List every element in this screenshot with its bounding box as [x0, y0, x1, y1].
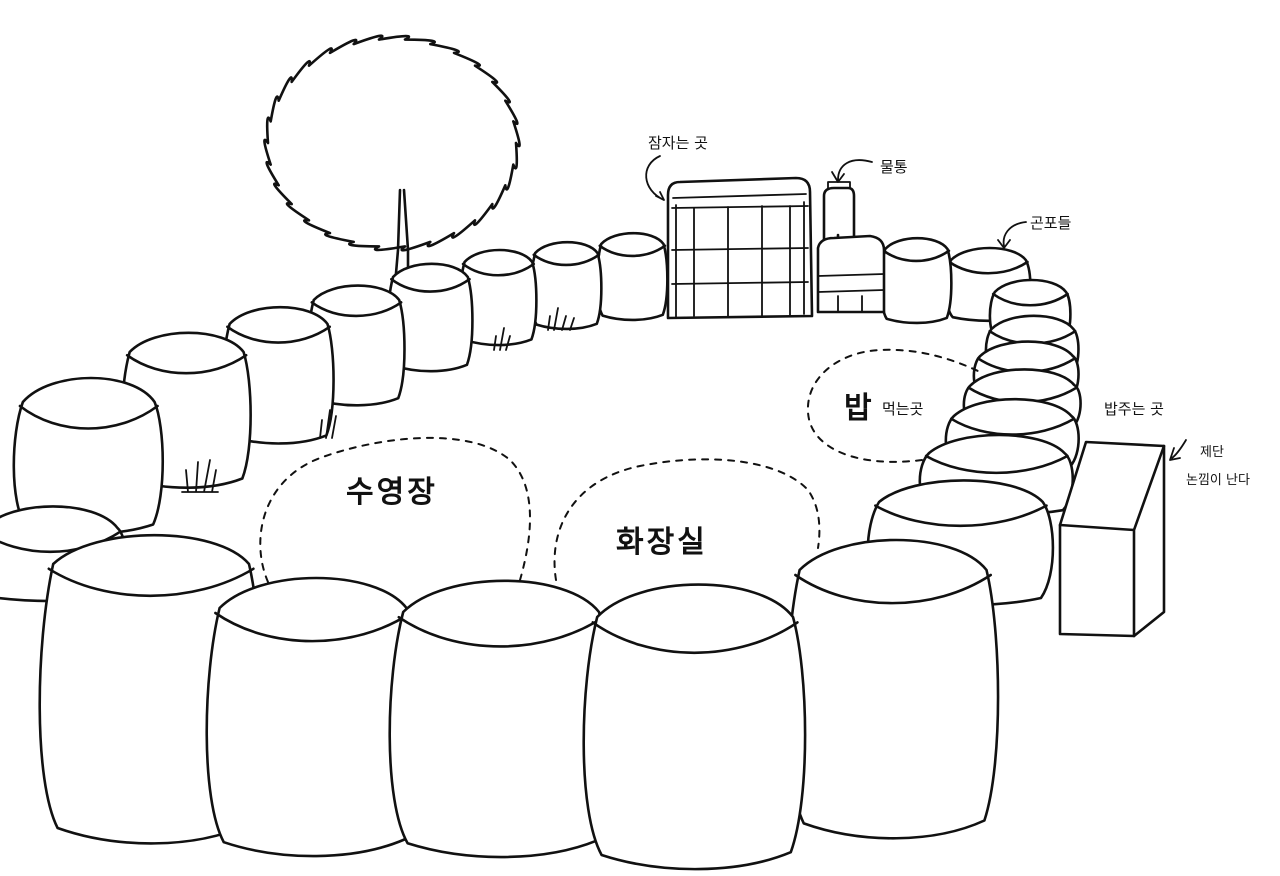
hay-bale — [879, 237, 953, 325]
altar-box — [1058, 440, 1166, 638]
label-sleeping-place: 잠자는 곳 — [648, 134, 708, 152]
feed-trough — [816, 234, 886, 314]
label-water-tank: 물통 — [880, 158, 908, 176]
swimming-pool-zone — [259, 436, 531, 583]
label-toilet: 화장실 — [616, 525, 708, 560]
bale-back-row — [12, 232, 1032, 535]
hay-bale — [12, 376, 165, 535]
tree-crown — [263, 34, 521, 252]
label-altar-note: 논낌이 난다 — [1186, 473, 1250, 488]
bale-front-row — [0, 505, 1000, 871]
label-feeding-place: 밥주는 곳 — [1104, 400, 1164, 418]
hay-bale — [582, 583, 807, 871]
hay-bale — [595, 232, 669, 322]
label-altar: 제단 — [1200, 445, 1224, 460]
grass-tufts — [181, 307, 575, 493]
label-eating-area-small: 먹는곳 — [882, 400, 923, 418]
label-feed-bags: 곤포들 — [1030, 214, 1072, 232]
tree — [263, 34, 521, 287]
toilet-zone — [553, 458, 821, 581]
pointer-arrows — [645, 155, 1187, 461]
hay-bale — [205, 576, 420, 858]
hay-bale — [785, 538, 1000, 840]
sleeping-shelter — [666, 176, 814, 320]
label-swimming-pool: 수영장 — [346, 475, 438, 510]
label-eating-area-big: 밥 — [844, 391, 872, 426]
hay-bale — [388, 579, 613, 859]
bale-right-row — [866, 278, 1082, 607]
